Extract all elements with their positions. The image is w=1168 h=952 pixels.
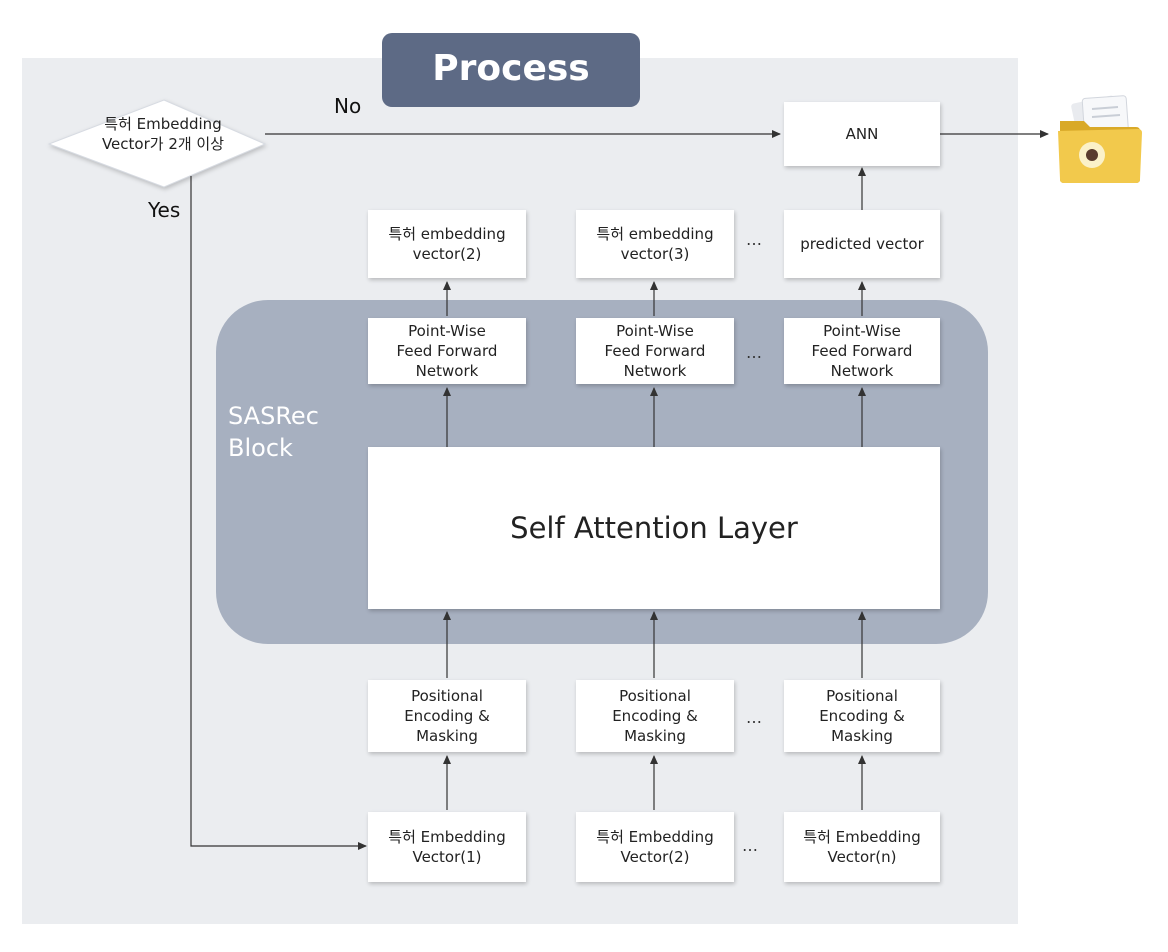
decision-diamond	[47, 99, 267, 188]
ffn-box-n: Point-Wise Feed Forward Network	[784, 318, 940, 384]
yes-branch-arrow	[190, 176, 367, 850]
ffn-box-2: Point-Wise Feed Forward Network	[576, 318, 734, 384]
yes-label: Yes	[148, 198, 181, 222]
positional-encoding-box-n: Positional Encoding & Masking	[784, 680, 940, 752]
pe-row-ellipsis: …	[746, 708, 762, 727]
no-label: No	[334, 94, 362, 118]
positional-encoding-box-1: Positional Encoding & Masking	[368, 680, 526, 752]
input-vector-n: 특허 Embedding Vector(n)	[784, 812, 940, 882]
ffn-box-1: Point-Wise Feed Forward Network	[368, 318, 526, 384]
input-vector-2: 특허 Embedding Vector(2)	[576, 812, 734, 882]
process-title: Process	[382, 33, 640, 107]
decision-text: 특허 Embedding Vector가 2개 이상	[101, 115, 225, 153]
output-row-ellipsis: …	[746, 230, 762, 249]
self-attention-layer: Self Attention Layer	[368, 447, 940, 609]
output-vector-2: 특허 embedding vector(2)	[368, 210, 526, 278]
predicted-vector-box: predicted vector	[784, 210, 940, 278]
folder-document-icon	[1058, 95, 1142, 183]
ann-box: ANN	[784, 102, 940, 166]
input-vector-1: 특허 Embedding Vector(1)	[368, 812, 526, 882]
input-row-ellipsis: …	[742, 836, 758, 855]
ffn-row-ellipsis: …	[746, 343, 762, 362]
output-vector-3: 특허 embedding vector(3)	[576, 210, 734, 278]
sasrec-block-label: SASRec Block	[228, 402, 319, 462]
positional-encoding-box-2: Positional Encoding & Masking	[576, 680, 734, 752]
